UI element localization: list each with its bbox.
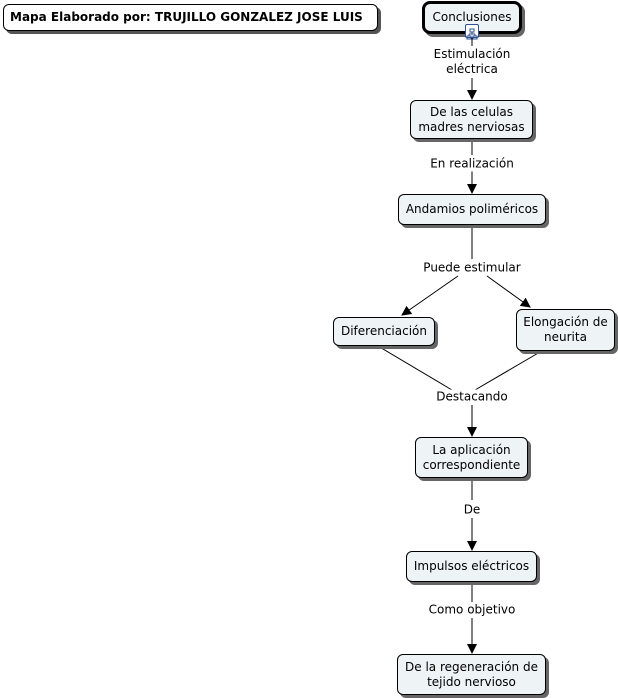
node-impulsos[interactable]: Impulsos eléctricos [406,551,537,582]
concept-map-icon[interactable] [465,24,479,40]
node-elongacion-label: Elongación de neurita [523,315,608,344]
node-diferenciacion-label: Diferenciación [340,324,427,338]
node-regeneracion[interactable]: De la regeneración de tejido nervioso [397,654,546,695]
node-celulas-label: De las celulas madres nerviosas [418,104,525,134]
node-andamios[interactable]: Andamios poliméricos [398,194,546,225]
line-diferenciacion-to-destacando [377,345,453,391]
line-elongacion-to-destacando [474,351,541,391]
line-puede-to-diferenciacion [401,275,459,316]
node-conclusiones[interactable]: Conclusiones [422,1,522,34]
node-conclusiones-label: Conclusiones [432,10,512,24]
map-title: Mapa Elaborado por: TRUJILLO GONZALEZ JO… [3,4,378,31]
node-celulas[interactable]: De las celulas madres nerviosas [410,100,533,139]
link-label-destacando: Destacando [434,389,510,405]
node-aplicacion[interactable]: La aplicación correspondiente [415,437,528,478]
concept-map-icon-glyph [466,28,478,40]
node-aplicacion-label: La aplicación correspondiente [422,442,521,472]
node-andamios-label: Andamios poliméricos [405,202,539,216]
node-elongacion[interactable]: Elongación de neurita [516,309,615,351]
link-label-como-objetivo: Como objetivo [426,602,518,618]
node-diferenciacion[interactable]: Diferenciación [333,317,435,346]
node-impulsos-label: Impulsos eléctricos [413,559,530,573]
link-label-estimulacion: Estimulación eléctrica [431,47,513,77]
node-regeneracion-label: De la regeneración de tejido nervioso [405,659,538,689]
link-label-puede-estimular: Puede estimular [421,260,523,276]
link-label-realizacion: En realización [428,156,516,172]
link-label-de: De [461,502,483,518]
line-puede-to-elongacion [486,275,531,308]
